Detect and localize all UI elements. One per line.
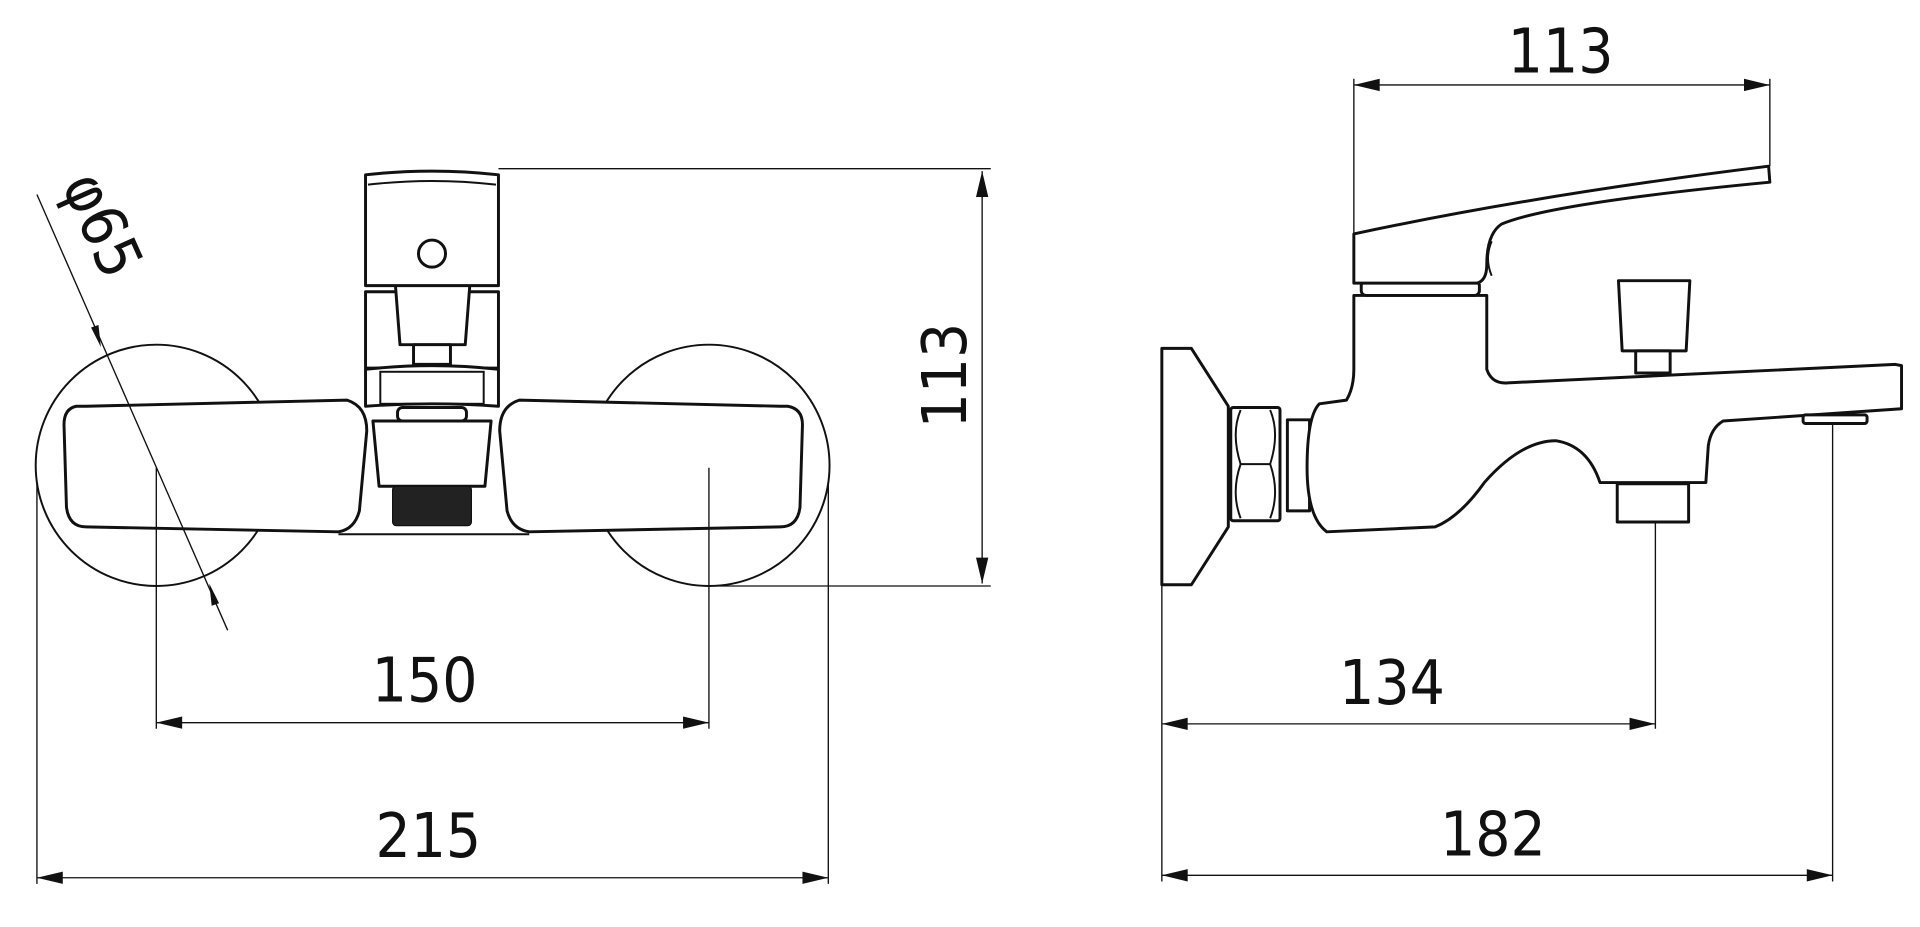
diverter-knob <box>393 279 472 347</box>
outlet-ring <box>396 406 468 423</box>
width-arrow-right <box>802 871 829 884</box>
depth-arrow-left <box>1161 869 1188 882</box>
collar-inner <box>379 370 485 405</box>
diverter-stem-side <box>1634 349 1672 375</box>
diverter-outlet <box>1615 482 1691 524</box>
width-label: 215 <box>375 800 481 872</box>
width-arrow-left <box>36 871 63 884</box>
lever-pivot <box>1487 240 1493 277</box>
lever-handle <box>364 169 500 288</box>
body-and-spout <box>1305 293 1904 534</box>
diameter-arrow-bottom <box>209 583 220 606</box>
diverter-stem <box>412 343 452 366</box>
depth-arrow-right <box>1806 869 1833 882</box>
centers-arrow-right <box>683 716 709 729</box>
side-view: 113 134 182 <box>1160 16 1904 882</box>
outlet-body <box>371 419 493 488</box>
diverter-label: 134 <box>1339 647 1445 719</box>
depth-label: 182 <box>1440 799 1546 871</box>
diverter-arrow-left <box>1161 717 1188 731</box>
lever-handle-cap <box>367 179 497 186</box>
threaded-outlet <box>392 485 472 527</box>
front-view: φ65 113 150 215 <box>34 161 991 884</box>
diverter-arrow-right <box>1629 717 1656 731</box>
diameter-label: φ65 <box>48 161 157 288</box>
wall-escutcheon <box>1160 346 1230 587</box>
height-label: 113 <box>909 323 981 429</box>
handle-length-label: 113 <box>1508 16 1614 88</box>
height-arrow-top <box>976 171 989 197</box>
height-arrow-bottom <box>976 557 989 584</box>
diverter-knob-side <box>1616 279 1692 353</box>
aerator <box>1801 413 1869 425</box>
lever-handle-side <box>1352 164 1772 285</box>
diameter-arrow-top <box>91 325 101 348</box>
handle-length-arrow-left <box>1353 78 1380 92</box>
centers-label: 150 <box>372 645 478 717</box>
diameter-leader <box>36 194 229 631</box>
lever-handle-indicator-hole <box>416 238 448 269</box>
hex-nut-facets <box>1234 409 1277 519</box>
left-body-wing <box>62 398 369 534</box>
handle-length-arrow-right <box>1744 78 1770 92</box>
right-body-wing <box>498 398 804 534</box>
centers-arrow-left <box>156 716 183 729</box>
